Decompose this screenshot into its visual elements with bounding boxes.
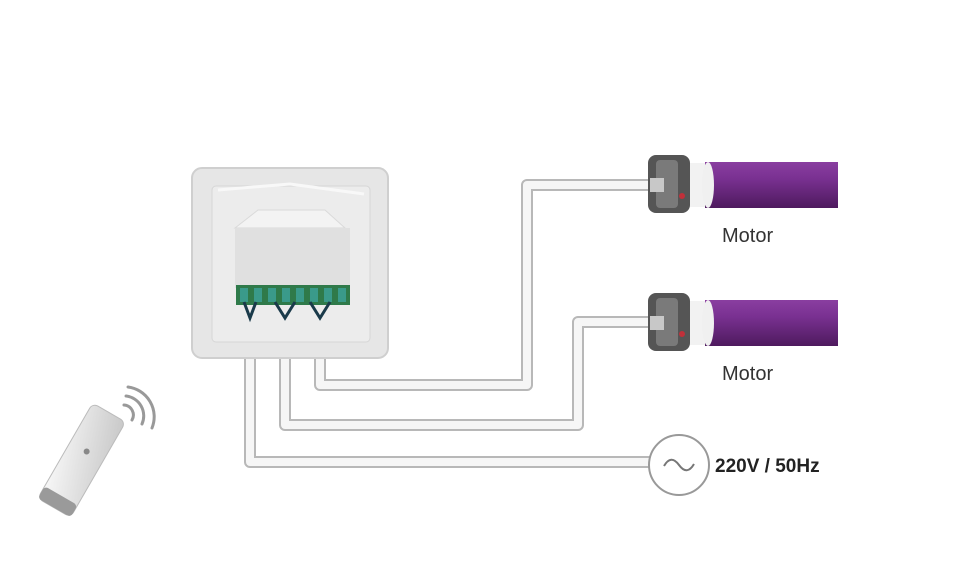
motor2-wire	[281, 305, 648, 429]
power-supply-label: 220V / 50Hz	[715, 456, 820, 477]
wall-switch-icon	[191, 167, 389, 359]
ac-power-icon	[648, 434, 710, 496]
motor-1-label: Motor	[722, 225, 774, 247]
remote-control-icon	[39, 404, 124, 516]
tubular-motor-icon	[648, 155, 838, 213]
terminal-block	[236, 285, 350, 305]
tubular-motor-icon	[648, 293, 838, 351]
motor-2-label: Motor	[722, 363, 774, 385]
wireless-signal-icon	[122, 385, 156, 430]
